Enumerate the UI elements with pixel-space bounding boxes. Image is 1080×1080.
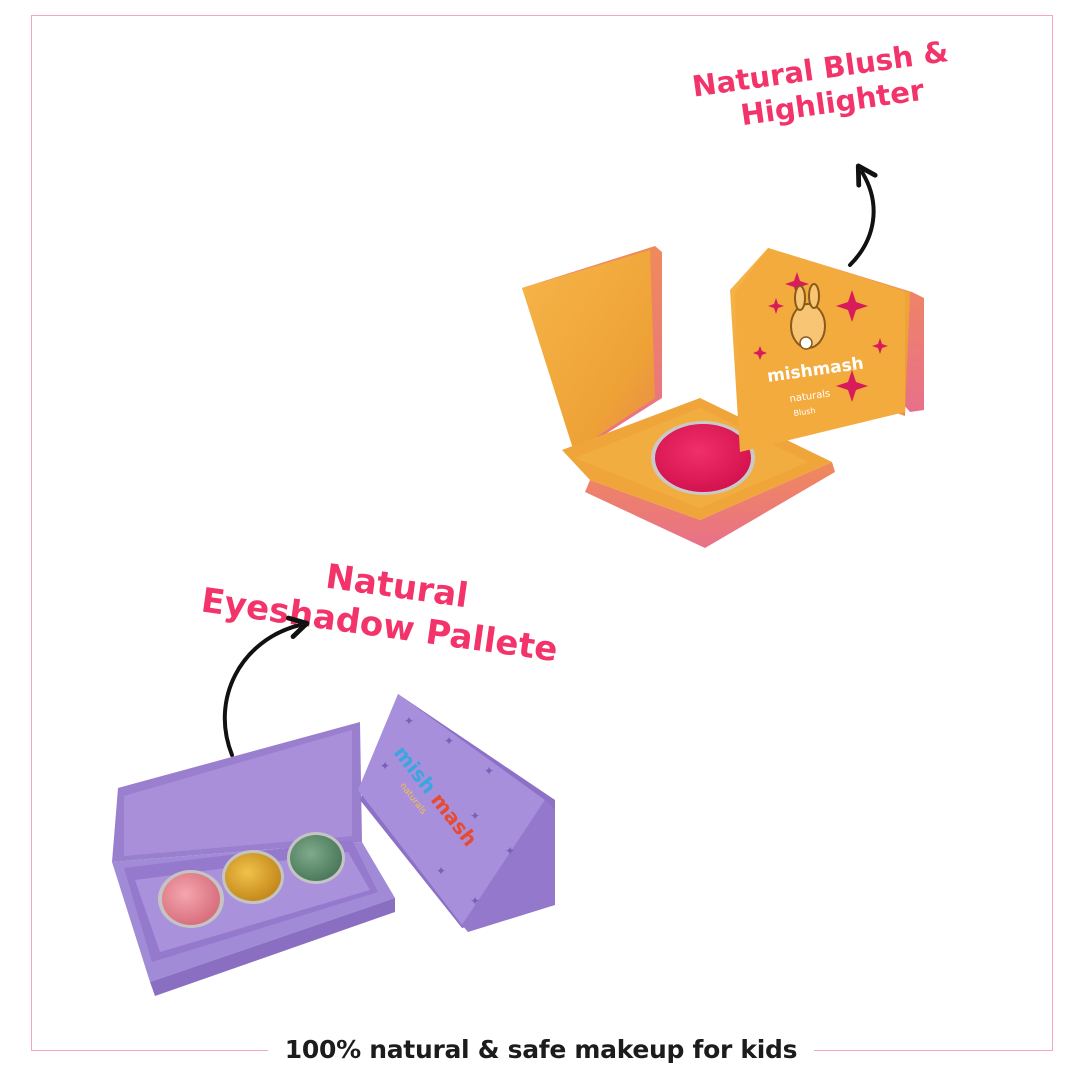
svg-text:✦: ✦ xyxy=(470,894,480,908)
svg-text:✦: ✦ xyxy=(404,714,414,728)
svg-text:✦: ✦ xyxy=(380,759,390,773)
blush-variant-text: Blush xyxy=(793,406,816,418)
footer-tagline: 100% natural & safe makeup for kids xyxy=(284,1035,798,1064)
eyeshadow-palette: ✦ ✦ ✦ ✦ ✦ ✦ ✦ ✦ mish mash naturals xyxy=(112,694,555,996)
footer-gap xyxy=(268,1030,814,1070)
svg-text:✦: ✦ xyxy=(444,734,454,748)
eyeshadow-pan-pink xyxy=(158,870,224,928)
star-pattern: ✦ ✦ ✦ ✦ ✦ ✦ ✦ ✦ xyxy=(380,714,515,908)
eyeshadow-pan-gold xyxy=(222,850,284,904)
svg-text:✦: ✦ xyxy=(436,864,446,878)
kangaroo-mascot xyxy=(790,283,826,350)
eyeshadow-arrow xyxy=(222,615,310,757)
blush-arrow xyxy=(848,163,878,267)
svg-text:✦: ✦ xyxy=(470,809,480,823)
sparkle-pattern xyxy=(753,272,888,402)
svg-text:✦: ✦ xyxy=(505,844,515,858)
svg-text:✦: ✦ xyxy=(484,764,494,778)
blush-compact: mishmash naturals Blush xyxy=(522,246,924,548)
eyeshadow-pan-green xyxy=(287,832,345,884)
